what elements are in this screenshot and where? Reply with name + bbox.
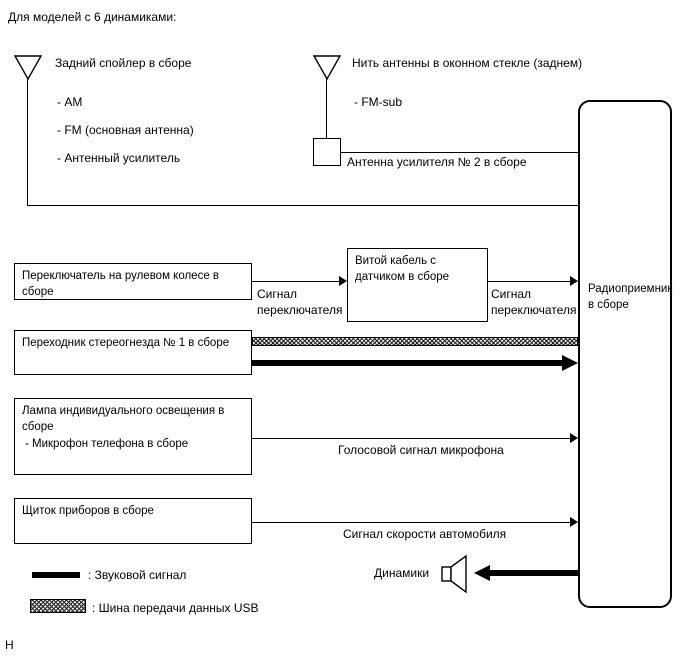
legend-audio-line — [32, 572, 80, 578]
stereo-jack-box: Переходник стереогнезда № 1 в сборе — [14, 330, 252, 375]
diagram-title: Для моделей с 6 динамиками: — [8, 10, 177, 24]
antenna-amplifier-label: Антенна усилителя № 2 в сборе — [347, 155, 527, 169]
arrow-right-icon — [562, 355, 578, 371]
lamp-label: Лампа индивидуального освещения в сборе — [22, 405, 225, 433]
arrow-left-icon — [474, 565, 490, 581]
antenna-icon — [313, 55, 341, 81]
antenna1-label: Задний спойлер в сборе — [55, 56, 192, 70]
arrow-right-icon — [570, 276, 578, 286]
voice-signal-label: Голосовой сигнал микрофона — [338, 443, 504, 457]
speed-signal-line — [252, 522, 570, 523]
antenna-amplifier-box — [313, 138, 341, 166]
arrow-right-icon — [570, 517, 578, 527]
steering-switch-box: Переключатель на рулевом колесе в сборе — [14, 263, 252, 300]
switch-signal-line-1 — [252, 281, 340, 282]
usb-bus-line — [252, 337, 578, 346]
antenna1-to-radio-line — [27, 205, 578, 206]
spiral-cable-box: Витой кабель с датчиком в сборе — [347, 248, 488, 322]
instrument-panel-box: Щиток приборов в сборе — [14, 498, 252, 544]
switch-signal-label-1: Сигнал переключателя — [257, 287, 343, 317]
voice-signal-line — [252, 438, 570, 439]
speakers-label: Динамики — [374, 566, 430, 580]
radio-receiver-box: Радиоприемник в сборе — [578, 100, 672, 608]
antenna2-label: Нить антенны в оконном стекле (заднем) — [352, 56, 583, 70]
footer-mark: Н — [5, 638, 14, 652]
radio-receiver-label: Радиоприемник в сборе — [588, 283, 673, 311]
switch-signal-label-2: Сигнал переключателя — [491, 287, 577, 317]
switch-signal-line-2 — [488, 281, 570, 282]
antenna-icon — [14, 55, 42, 81]
antenna1-item-amp: - Антенный усилитель — [57, 151, 181, 165]
phone-microphone-label: - Микрофон телефона в сборе — [25, 438, 189, 450]
legend-usb-label: : Шина передачи данных USB — [92, 601, 259, 615]
antenna2-down-line — [326, 79, 327, 138]
arrow-right-icon — [339, 276, 347, 286]
lamp-box: Лампа индивидуального освещения в сборе … — [14, 398, 252, 475]
antenna1-item-fm: - FM (основная антенна) — [57, 123, 194, 137]
speaker-icon — [440, 553, 474, 595]
radio-to-speaker-line — [490, 570, 578, 576]
audio-signal-line — [252, 360, 563, 366]
legend-audio-label: : Звуковой сигнал — [88, 568, 187, 582]
speed-signal-label: Сигнал скорости автомобиля — [343, 527, 507, 541]
amplifier-to-radio-line — [341, 152, 578, 153]
legend-usb-swatch — [30, 599, 86, 613]
antenna1-item-am: - АМ — [57, 95, 83, 109]
antenna1-down-line — [27, 79, 28, 206]
antenna2-item-fmsub: - FM-sub — [354, 95, 402, 109]
arrow-right-icon — [570, 433, 578, 443]
